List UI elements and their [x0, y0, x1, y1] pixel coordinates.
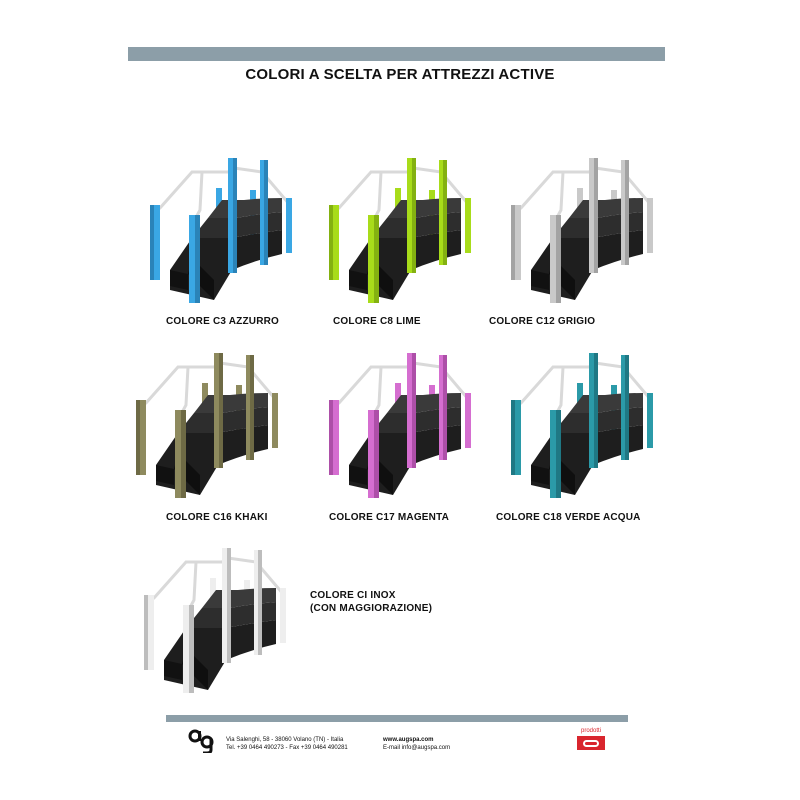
product-image-verde-acqua — [493, 345, 668, 505]
website-link[interactable]: www.augspa.com — [383, 737, 434, 743]
product-image-inox — [126, 540, 301, 700]
color-label-inox: COLORE CI INOX (CON MAGGIORAZIONE) — [310, 589, 432, 615]
color-label-lime: COLORE C8 LIME — [333, 316, 421, 327]
product-image-lime — [311, 150, 486, 310]
company-logo — [186, 725, 216, 753]
color-label-inox-line2: (CON MAGGIORAZIONE) — [310, 603, 433, 614]
color-label-khaki: COLORE C16 KHAKI — [166, 512, 268, 523]
staircase-image — [150, 158, 292, 303]
color-label-magenta: COLORE C17 MAGENTA — [329, 512, 450, 523]
product-image-grigio — [493, 150, 668, 310]
color-label-grigio: COLORE C12 GRIGIO — [489, 316, 596, 327]
phone-fax-line: Tel. +39 0464 490273 - Fax +39 0464 4902… — [226, 745, 348, 751]
products-badge: prodotti — [577, 728, 605, 750]
color-label-verde-acqua: COLORE C18 VERDE ACQUA — [496, 512, 641, 523]
staircase-image — [511, 353, 653, 498]
product-image-azzurro — [132, 150, 307, 310]
page-title: COLORI A SCELTA PER ATTREZZI ACTIVE — [245, 66, 555, 83]
product-image-khaki — [118, 345, 293, 505]
staircase-image — [144, 548, 286, 693]
company-contacts: www.augspa.com E-mail info@augspa.com — [383, 736, 450, 752]
company-address: Via Salenghi, 58 - 38060 Volano (TN) - I… — [226, 736, 348, 752]
staircase-image — [136, 353, 278, 498]
header-bar — [128, 47, 665, 61]
staircase-image — [329, 353, 471, 498]
footer-bar — [166, 715, 628, 722]
color-label-azzurro: COLORE C3 AZZURRO — [166, 316, 280, 327]
color-label-inox-line1: COLORE CI INOX — [310, 590, 396, 601]
address-line: Via Salenghi, 58 - 38060 Volano (TN) - I… — [226, 737, 344, 743]
staircase-image — [329, 158, 471, 303]
badge-logo-icon — [577, 736, 605, 750]
badge-label: prodotti — [580, 728, 601, 734]
email-link[interactable]: E-mail info@augspa.com — [383, 745, 451, 751]
staircase-image — [511, 158, 653, 303]
product-image-magenta — [311, 345, 486, 505]
